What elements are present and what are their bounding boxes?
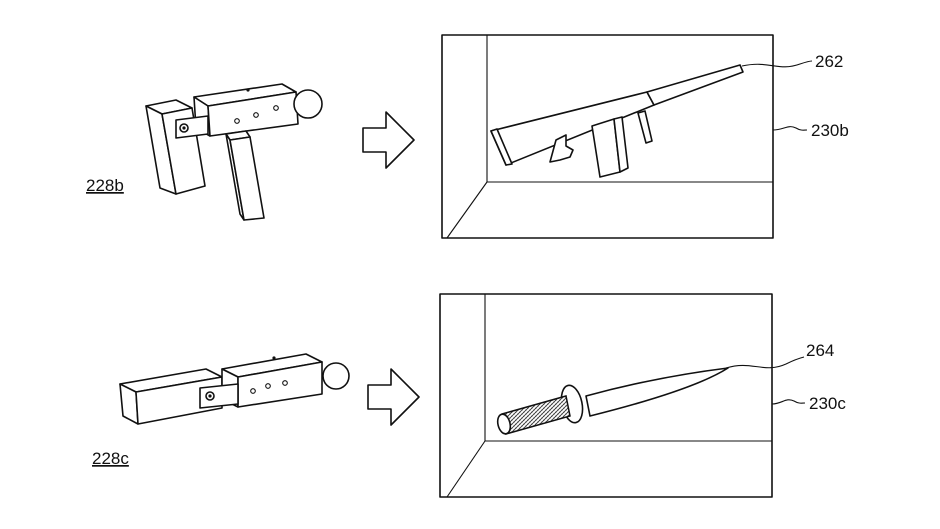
controller-knife-assembly (119, 353, 350, 425)
controller-gun-assembly (145, 83, 323, 221)
display-screen-knife (439, 293, 805, 498)
label-display-knife: 230c (809, 394, 846, 413)
display-screen-gun (441, 34, 813, 239)
label-virtual-knife: 264 (806, 341, 834, 360)
right-arrow-icon (362, 111, 415, 169)
label-controller-gun: 228b (86, 176, 124, 195)
virtual-gun (490, 64, 744, 178)
label-virtual-gun: 262 (815, 52, 843, 71)
label-controller-knife: 228c (92, 449, 129, 468)
label-display-gun: 230b (811, 121, 849, 140)
right-arrow-icon (367, 368, 420, 426)
virtual-knife (496, 367, 729, 435)
